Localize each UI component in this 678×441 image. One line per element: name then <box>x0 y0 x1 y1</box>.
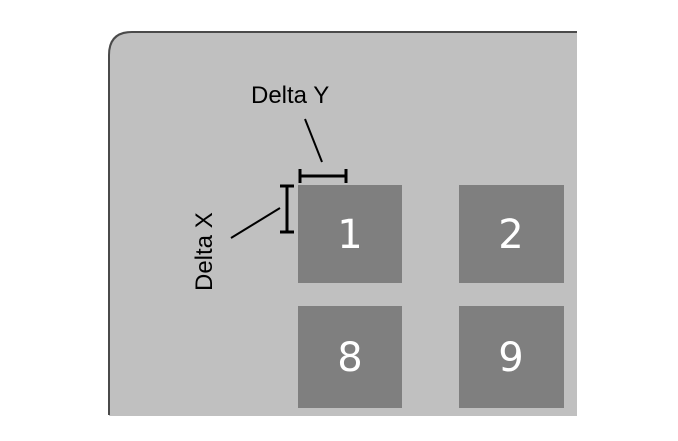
delta-x-marker <box>280 184 294 234</box>
plate-right-mask <box>577 20 678 441</box>
well-label: 1 <box>337 212 362 258</box>
plate-bottom-mask <box>100 416 590 441</box>
well-8: 8 <box>298 306 402 408</box>
delta-y-marker <box>298 169 348 183</box>
well-label: 8 <box>337 335 362 381</box>
well-label: 9 <box>498 335 523 381</box>
delta-x-leader <box>230 207 281 239</box>
well-label: 2 <box>498 212 523 258</box>
well-1: 1 <box>298 185 402 283</box>
well-9: 9 <box>459 306 564 408</box>
well-2: 2 <box>459 185 564 283</box>
delta-y-leader <box>304 118 323 163</box>
plate-border <box>108 31 577 415</box>
delta-y-label: Delta Y <box>251 82 329 109</box>
delta-x-label: Delta X <box>191 212 218 291</box>
